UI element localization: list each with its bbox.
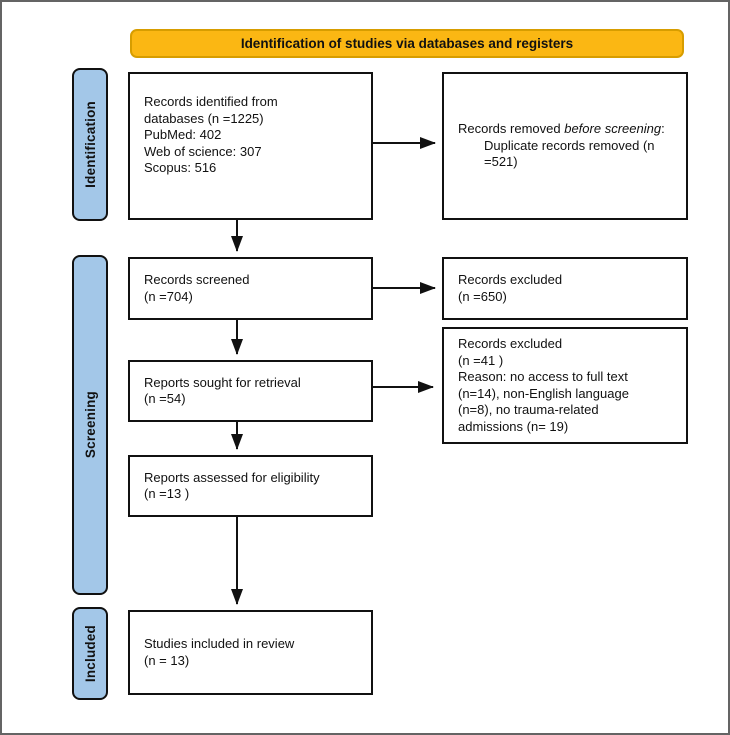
records-removed-prefix: Records removed [458,121,565,137]
stage-label-identification: Identification [72,68,108,221]
box-records-removed-text: Records removed before screening: Duplic… [444,105,686,188]
box-studies-included-text: Studies included in review (n = 13) [144,636,295,668]
box-records-removed: Records removed before screening: Duplic… [442,72,688,220]
box-reports-sought-text: Reports sought for retrieval (n =54) [144,374,301,407]
records-removed-detail: Duplicate records removed (n =521) [484,137,655,170]
box-studies-included: Studies included in review (n = 13) [128,610,373,695]
box-records-excluded-screening: Records excluded (n =650) [442,257,688,320]
stage-screening-text: Screening [82,391,98,459]
stage-identification-text: Identification [82,101,98,188]
box-reports-sought: Reports sought for retrieval (n =54) [128,360,373,422]
box-records-excluded-retrieval: Records excluded (n =41 ) Reason: no acc… [442,327,688,444]
stage-included-text: Included [82,624,98,683]
box-records-identified: Records identified from databases (n =12… [128,72,373,220]
stage-label-screening: Screening [72,255,108,595]
records-removed-italic: before screening [564,121,662,137]
box-records-excluded-screening-text: Records excluded (n =650) [458,272,563,304]
box-reports-assessed: Reports assessed for eligibility (n =13 … [128,455,373,517]
box-records-screened: Records screened (n =704) [128,257,373,320]
box-records-identified-text: Records identified from databases (n =12… [144,94,278,175]
banner-title-label: Identification of studies via databases … [240,36,574,51]
records-removed-suffix: : [661,121,665,137]
box-reports-assessed-text: Reports assessed for eligibility (n =13 … [144,469,320,502]
stage-label-included: Included [72,607,108,700]
box-records-screened-text: Records screened (n =704) [144,272,250,304]
box-records-excluded-retrieval-text: Records excluded (n =41 ) Reason: no acc… [458,336,629,434]
banner-title: Identification of studies via databases … [130,29,684,58]
